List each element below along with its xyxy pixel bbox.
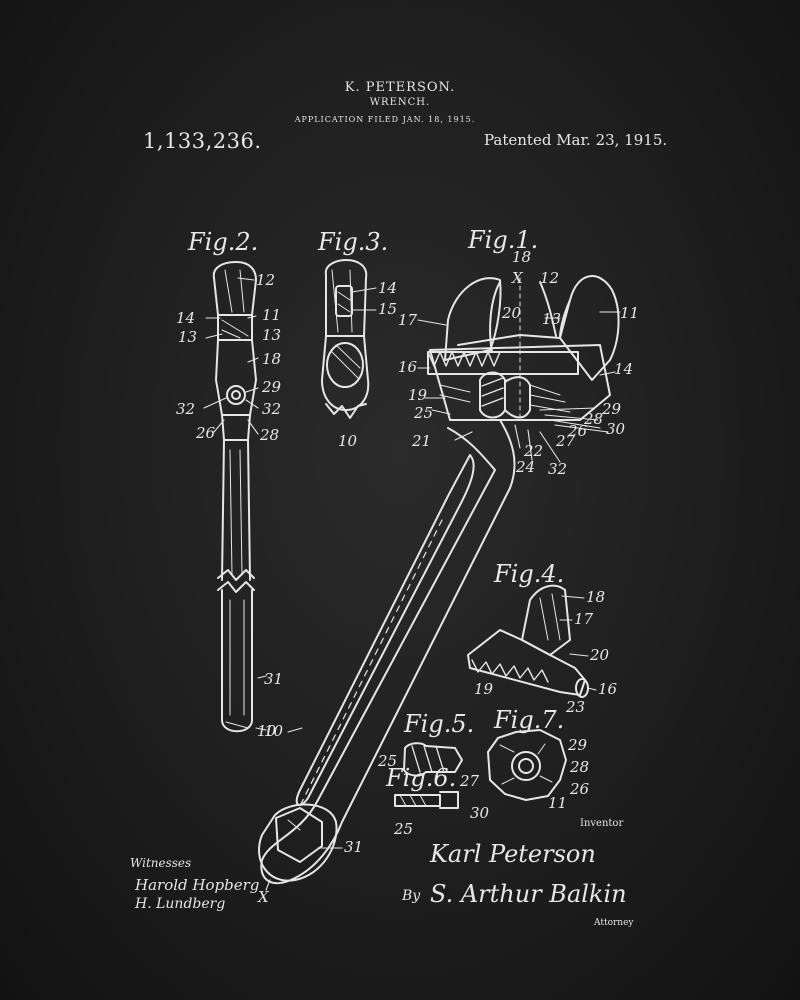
fig1-ref-28: 28	[583, 410, 603, 428]
witnesses-label: Witnesses	[130, 856, 192, 870]
fig2-ref-32-left: 32	[176, 400, 195, 418]
fig1-ref-10: 10	[257, 722, 277, 740]
fig7-ref-26: 26	[569, 780, 590, 798]
fig1-label: Fig.1.	[467, 226, 538, 254]
fig1-ref-21: 21	[411, 432, 431, 450]
fig3-end-view: Fig.3. 14 15 10	[317, 228, 397, 450]
witness-signature-1: Harold Hopberg	[135, 876, 260, 894]
fig2-ref-32-right: 32	[262, 400, 281, 418]
fig7-label: Fig.7.	[493, 706, 564, 734]
fig1-ref-11: 11	[620, 304, 639, 322]
fig4-ref-16: 16	[598, 680, 618, 698]
fig4-ref-18: 18	[586, 588, 605, 606]
fig3-label: Fig.3.	[317, 228, 388, 256]
inventor-name: K. PETERSON.	[344, 80, 456, 95]
fig4-ref-23: 23	[565, 698, 585, 716]
patent-number: 1,133,236.	[143, 129, 262, 153]
fig6-ref-25: 25	[393, 820, 413, 838]
fig1-ref-17: 17	[398, 311, 418, 329]
fig1-ref-13: 13	[542, 310, 561, 328]
fig1-ref-19: 19	[408, 386, 428, 404]
fig1-ref-12: 12	[540, 269, 559, 287]
patent-title: WRENCH.	[369, 97, 431, 108]
fig7-ref-29: 29	[567, 736, 588, 754]
fig1-ref-22: 22	[523, 442, 543, 460]
fig4-ref-20: 20	[589, 646, 610, 664]
fig5-ref-27: 27	[459, 772, 480, 790]
fig4-ref-19: 19	[474, 680, 494, 698]
fig2-ref-11: 11	[262, 306, 281, 324]
fig5-label: Fig.5.	[403, 710, 474, 738]
patented-date: Patented Mar. 23, 1915.	[484, 131, 668, 149]
witness-signature-2: H. Lundberg	[135, 896, 226, 912]
fig1-ref-14: 14	[614, 360, 633, 378]
fig3-ref-15: 15	[378, 300, 397, 318]
application-filed-date: APPLICATION FILED JAN. 18, 1915.	[294, 115, 476, 124]
fig1-ref-29: 29	[601, 400, 622, 418]
fig2-ref-13-right: 13	[262, 326, 281, 344]
fig1-ref-x-bottom: X	[257, 888, 270, 906]
fig4-ref-17: 17	[574, 610, 594, 628]
fig1-ref-25: 25	[413, 404, 433, 422]
fig4-label: Fig.4.	[493, 560, 564, 588]
fig1-ref-26: 26	[567, 422, 588, 440]
inventor-label: Inventor	[580, 818, 624, 829]
by-label: By	[402, 888, 421, 904]
fig1-ref-16: 16	[398, 358, 418, 376]
fig2-ref-26: 26	[195, 424, 216, 442]
fig1-ref-31: 31	[344, 838, 363, 856]
fig1-ref-x: X	[511, 269, 524, 287]
fig2-ref-10: 10	[264, 722, 284, 740]
fig2-label: Fig.2.	[187, 228, 258, 256]
fig1-ref-20: 20	[501, 304, 522, 322]
fig2-ref-28: 28	[259, 426, 279, 444]
fig1-ref-18: 18	[512, 248, 531, 266]
fig2-ref-12: 12	[256, 271, 275, 289]
fig4-moving-jaw: Fig.4. 18 17 20 19 16 23	[467, 560, 618, 716]
fig1-ref-32: 32	[548, 460, 567, 478]
fig3-ref-14: 14	[378, 279, 397, 297]
fig7-ref-28: 28	[569, 758, 589, 776]
fig5-fig6-screws: Fig.5. Fig.6. 25 27 30 25	[377, 710, 490, 838]
fig1-ref-30: 30	[606, 420, 626, 438]
attorney-signature: S. Arthur Balkin	[430, 880, 627, 908]
fig7-ref-11: 11	[548, 794, 567, 812]
attorney-label: Attorney	[594, 918, 634, 928]
fig2-ref-13-left: 13	[178, 328, 197, 346]
fig7-collar: Fig.7. 29 28 26 11	[487, 706, 590, 812]
fig2-side-view: Fig.2. 12 14 13 11 18 29 32 32 26 28 31 …	[176, 228, 284, 740]
fig2-ref-18: 18	[262, 350, 281, 368]
fig1-wrench: Fig.1. 18 X 12 11 17 20 13 16 14 19 25 2…	[257, 226, 639, 906]
fig5-ref-25: 25	[377, 752, 397, 770]
fig6-label: Fig.6.	[385, 764, 456, 792]
fig2-ref-29: 29	[261, 378, 282, 396]
fig1-ref-27: 27	[555, 432, 576, 450]
fig1-ref-24: 24	[515, 458, 535, 476]
fig2-ref-14: 14	[176, 309, 195, 327]
inventor-signature: Karl Peterson	[430, 840, 596, 868]
fig3-ref-10: 10	[338, 432, 358, 450]
fig6-ref-30: 30	[470, 804, 490, 822]
fig2-ref-31: 31	[264, 670, 283, 688]
